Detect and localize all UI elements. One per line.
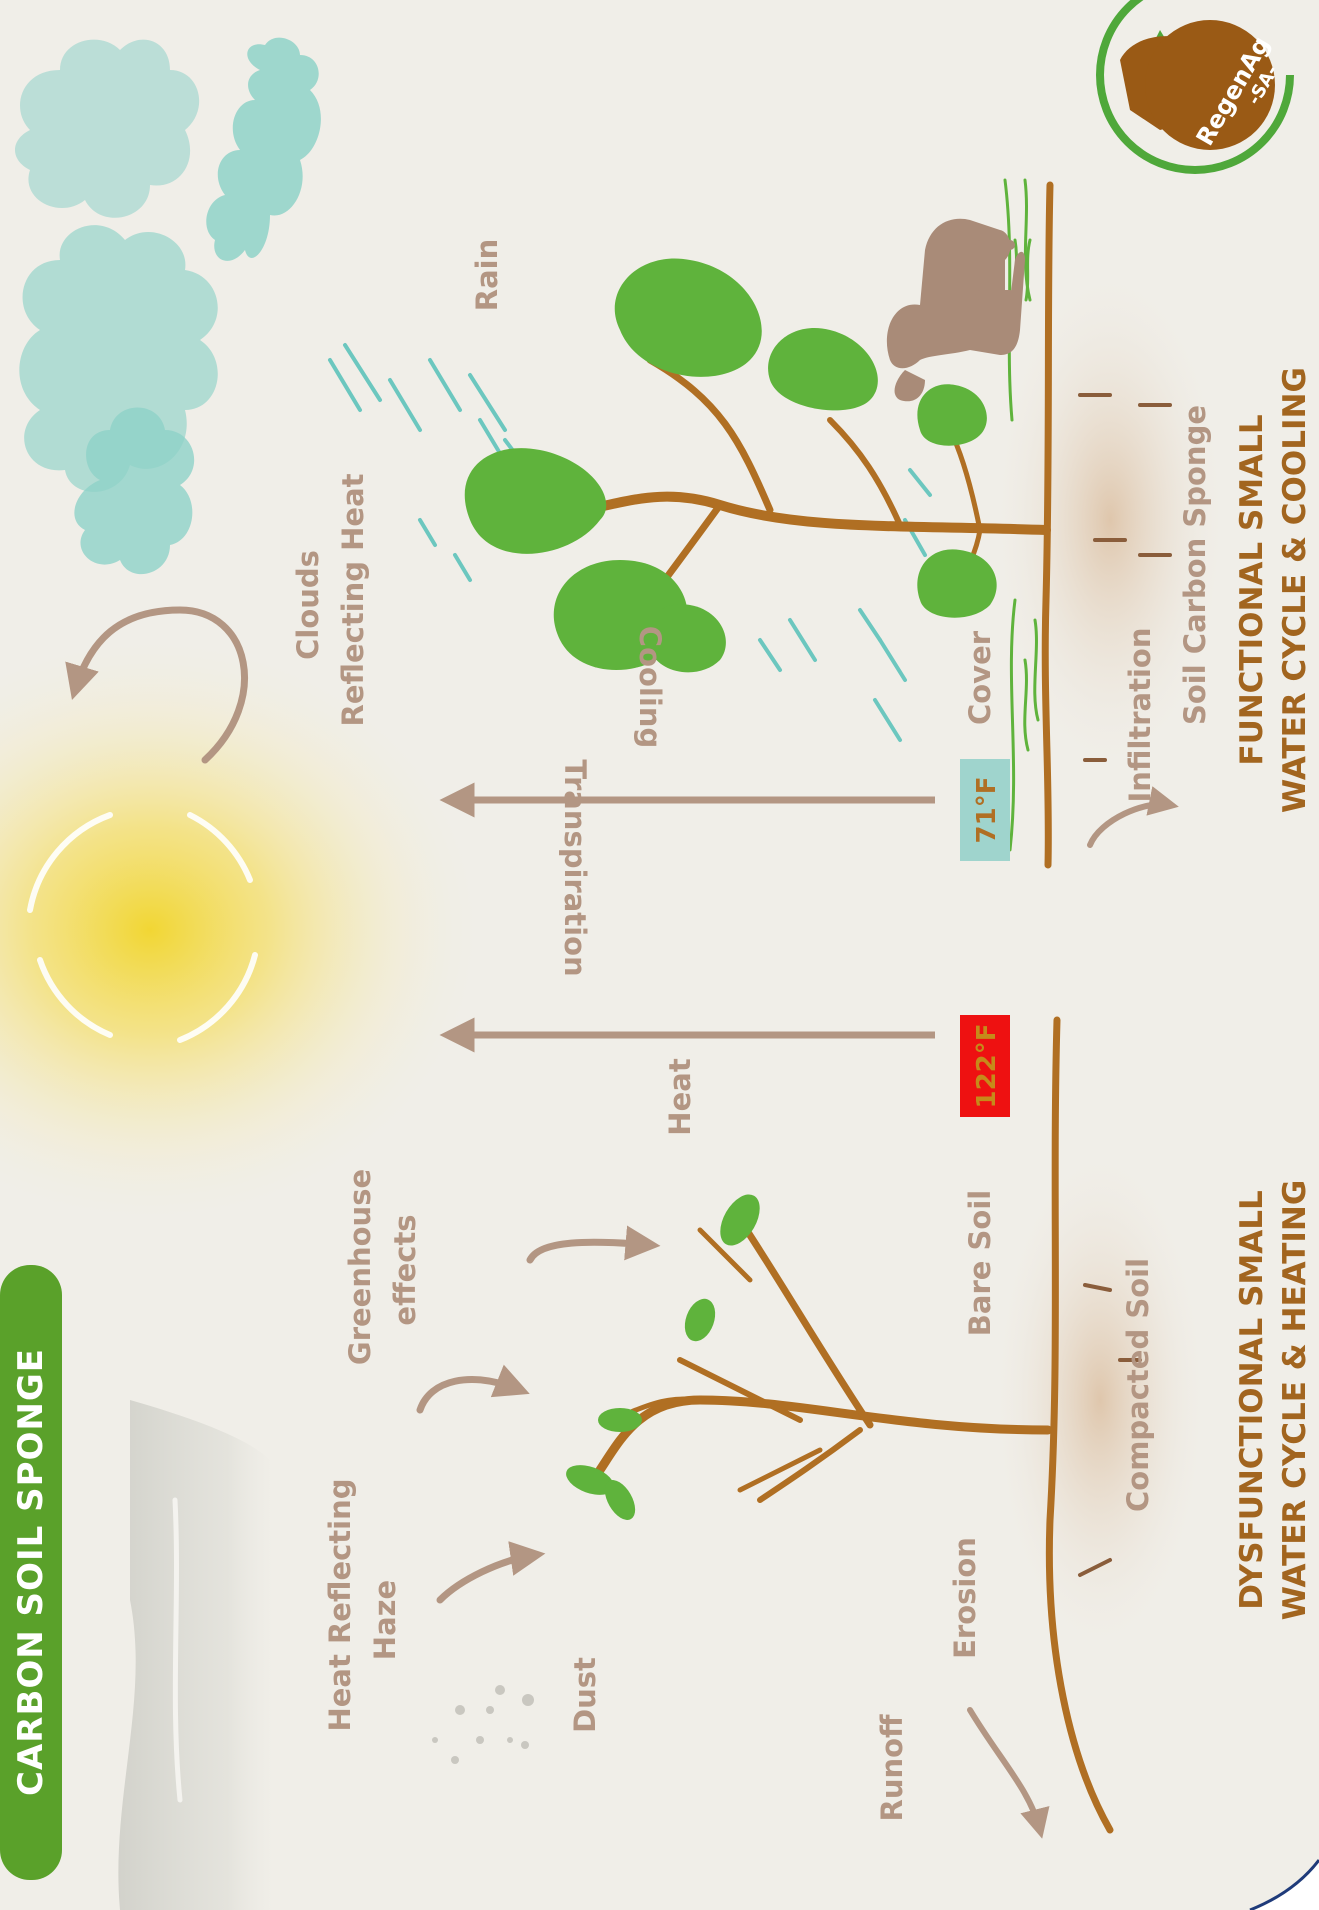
infiltration-arrow (1090, 804, 1170, 845)
cow-icon (887, 219, 1025, 402)
label-bare-soil: Bare Soil (963, 1190, 997, 1336)
cloud-icon (15, 38, 321, 575)
temp-cool-text: 71°F (972, 777, 1002, 844)
label-compacted-soil: Compacted Soil (1121, 1258, 1155, 1512)
soil-shade-left (990, 1140, 1210, 1660)
temp-hot-text: 122°F (972, 1023, 1002, 1108)
label-cooling: Cooling (633, 626, 667, 748)
label-transpiration: Transpiration (558, 759, 592, 976)
sun-glow (0, 630, 490, 1230)
label-runoff: Runoff (875, 1714, 909, 1822)
dust-icon (432, 1685, 534, 1764)
caption-right-2: WATER CYCLE & COOLING (1277, 367, 1313, 813)
caption-right-1: FUNCTIONAL SMALL (1234, 414, 1270, 765)
label-clouds-2: Reflecting Heat (336, 473, 370, 726)
label-infiltration: Infiltration (1123, 628, 1157, 803)
page-title: CARBON SOIL SPONGE (11, 1348, 51, 1796)
sparse-leaves (562, 1188, 768, 1525)
label-greenhouse-2: effects (388, 1214, 422, 1325)
label-heat-haze-1: Heat Reflecting (323, 1478, 357, 1731)
haze-band (118, 1400, 275, 1910)
label-heat-haze-2: Haze (368, 1580, 402, 1660)
caption-left-1: DYSFUNCTIONAL SMALL (1234, 1190, 1270, 1609)
caption-left-2: WATER CYCLE & HEATING (1277, 1180, 1313, 1621)
label-erosion: Erosion (948, 1537, 982, 1659)
label-dust: Dust (568, 1657, 602, 1733)
regenag-logo: RegenAg -SA- (1100, 0, 1290, 170)
label-soil-carbon-sponge: Soil Carbon Sponge (1178, 405, 1212, 725)
label-greenhouse-1: Greenhouse (343, 1169, 377, 1365)
label-cover: Cover (963, 630, 997, 725)
label-heat: Heat (663, 1058, 697, 1136)
runoff-arrow (970, 1710, 1040, 1830)
label-rain: Rain (470, 239, 504, 312)
page-corner (1250, 1860, 1319, 1910)
captions: DYSFUNCTIONAL SMALL WATER CYCLE & HEATIN… (1234, 367, 1313, 1620)
label-clouds-1: Clouds (291, 550, 325, 660)
